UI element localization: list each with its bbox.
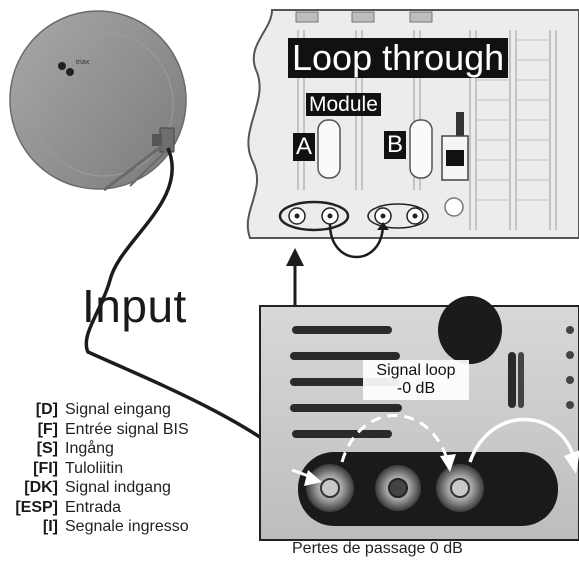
- legend-row: [FI] Tuloliitin: [0, 460, 189, 480]
- legend-text: Segnale ingresso: [65, 518, 189, 535]
- caption: Pertes de passage 0 dB: [292, 540, 463, 557]
- connector-photo: [259, 296, 579, 541]
- slot-b-label: B: [384, 131, 407, 159]
- svg-text:triax: triax: [76, 59, 90, 66]
- legend-code: [F]: [37, 420, 58, 438]
- loop-cable: [328, 223, 385, 259]
- legend-code: [I]: [42, 518, 58, 535]
- legend-row: [F] Entrée signal BIS: [0, 421, 189, 441]
- signal-loop-line2: -0 dB: [396, 380, 436, 397]
- legend-code: [D]: [35, 401, 58, 418]
- satellite-dish-icon: triax: [9, 10, 187, 192]
- signal-loop-line1: Signal loop: [376, 362, 456, 379]
- input-cable: [84, 147, 302, 470]
- up-arrow-icon: [286, 248, 304, 305]
- module-label: Module: [306, 93, 381, 116]
- slot-a-label: A: [293, 133, 316, 161]
- language-legend: [D] Signal eingang [F] Entrée signal BIS…: [0, 401, 189, 538]
- legend-text: Tuloliitin: [65, 459, 124, 477]
- legend-code: [ESP]: [15, 498, 58, 516]
- legend-row: [DK] Signal indgang: [0, 479, 189, 499]
- signal-loop-box: Signal loop -0 dB: [363, 360, 469, 400]
- legend-row: [D] Signal eingang: [0, 401, 189, 421]
- input-label: Input: [82, 280, 187, 332]
- loop-through-title: Loop through: [288, 38, 509, 78]
- legend-code: [S]: [36, 440, 58, 457]
- legend-text: Signal eingang: [65, 401, 171, 418]
- legend-row: [ESP] Entrada: [0, 499, 189, 519]
- legend-row: [I] Segnale ingresso: [0, 518, 189, 538]
- legend-code: [DK]: [24, 479, 58, 496]
- legend-code: [FI]: [33, 459, 58, 477]
- legend-text: Entrée signal BIS: [65, 420, 189, 438]
- legend-text: Ingång: [65, 440, 114, 457]
- legend-row: [S] Ingång: [0, 440, 189, 460]
- legend-text: Entrada: [65, 498, 122, 516]
- legend-text: Signal indgang: [65, 479, 171, 496]
